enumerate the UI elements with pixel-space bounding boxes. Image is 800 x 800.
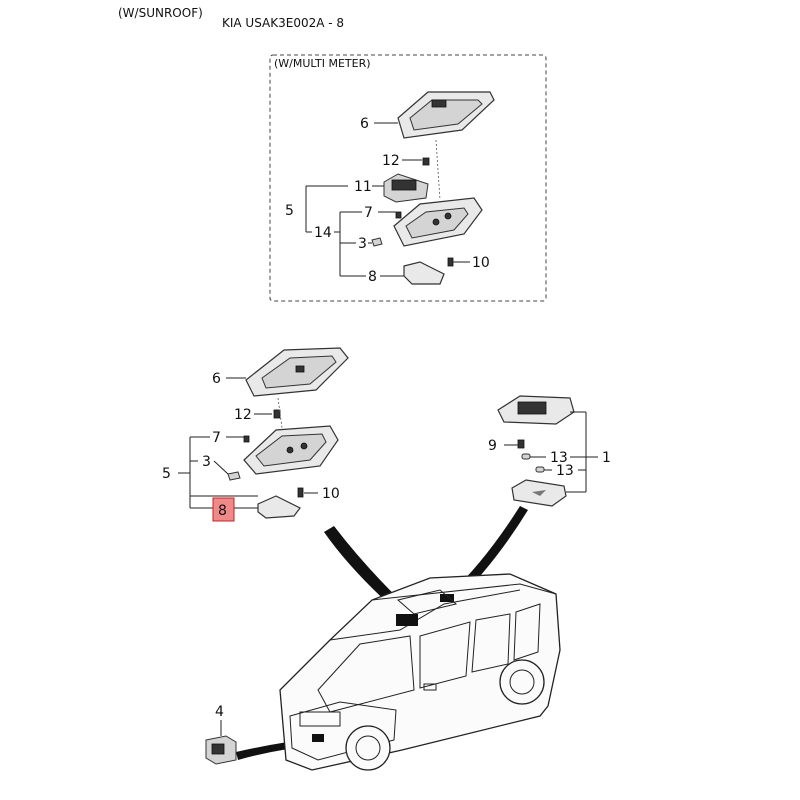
inset-callout-12: 12 — [382, 153, 400, 169]
socket-3 — [227, 471, 241, 481]
inset-lamp-assembly — [393, 197, 483, 247]
callout-9: 9 — [488, 438, 497, 454]
callout-10: 10 — [322, 486, 340, 502]
bulb-13b — [535, 466, 545, 473]
room-lamp-assembly: 9 13 13 1 — [488, 395, 611, 507]
callout-8: 8 — [218, 503, 227, 519]
inset-title: (W/MULTI METER) — [274, 57, 371, 70]
room-lamp-lens — [511, 479, 567, 507]
inset-callout-5: 5 — [285, 203, 294, 219]
inset-callout-11: 11 — [354, 179, 372, 195]
catalog-reference: KIA USAK3E002A - 8 — [222, 16, 345, 30]
inset-callout-8: 8 — [368, 269, 377, 285]
callout-13-upper: 13 — [550, 450, 568, 466]
bulb-7 — [243, 435, 250, 443]
inset-lens — [403, 261, 445, 285]
inset-multi-meter: (W/MULTI METER) — [269, 54, 547, 302]
callout-4: 4 — [215, 704, 224, 720]
inset-screw-10 — [447, 257, 454, 267]
inset-multi-meter-module — [383, 173, 429, 203]
callout-7: 7 — [212, 430, 221, 446]
callout-1: 1 — [602, 450, 611, 466]
inset-callout-14: 14 — [314, 225, 332, 241]
screw-12 — [273, 409, 281, 419]
inset-console-housing — [397, 91, 495, 139]
lamp-assembly — [243, 425, 339, 475]
callout-3: 3 — [202, 454, 211, 470]
bulb-13a — [521, 453, 531, 460]
inset-callout-7: 7 — [364, 205, 373, 221]
room-lamp-screw-9 — [517, 439, 525, 449]
inset-bulb — [395, 211, 402, 219]
console-housing — [245, 347, 349, 397]
room-lamp-housing — [497, 395, 575, 425]
switch-part-4: 4 — [205, 704, 237, 765]
screw-10 — [297, 487, 304, 498]
callout-5: 5 — [162, 466, 171, 482]
variant-label: (W/SUNROOF) — [118, 6, 203, 20]
inset-callout-6: 6 — [360, 116, 369, 132]
inset-callout-10: 10 — [472, 255, 490, 271]
main-console-assembly: 6 12 7 5 3 10 8 — [162, 347, 349, 522]
callout-13-lower: 13 — [556, 463, 574, 479]
inset-socket — [371, 237, 383, 247]
callout-12: 12 — [234, 407, 252, 423]
inset-screw — [422, 157, 430, 166]
vehicle-illustration — [279, 573, 561, 771]
highlighted-callout-box — [212, 497, 235, 522]
callout-6: 6 — [212, 371, 221, 387]
lens-8 — [257, 495, 301, 519]
inset-callout-3: 3 — [358, 236, 367, 252]
